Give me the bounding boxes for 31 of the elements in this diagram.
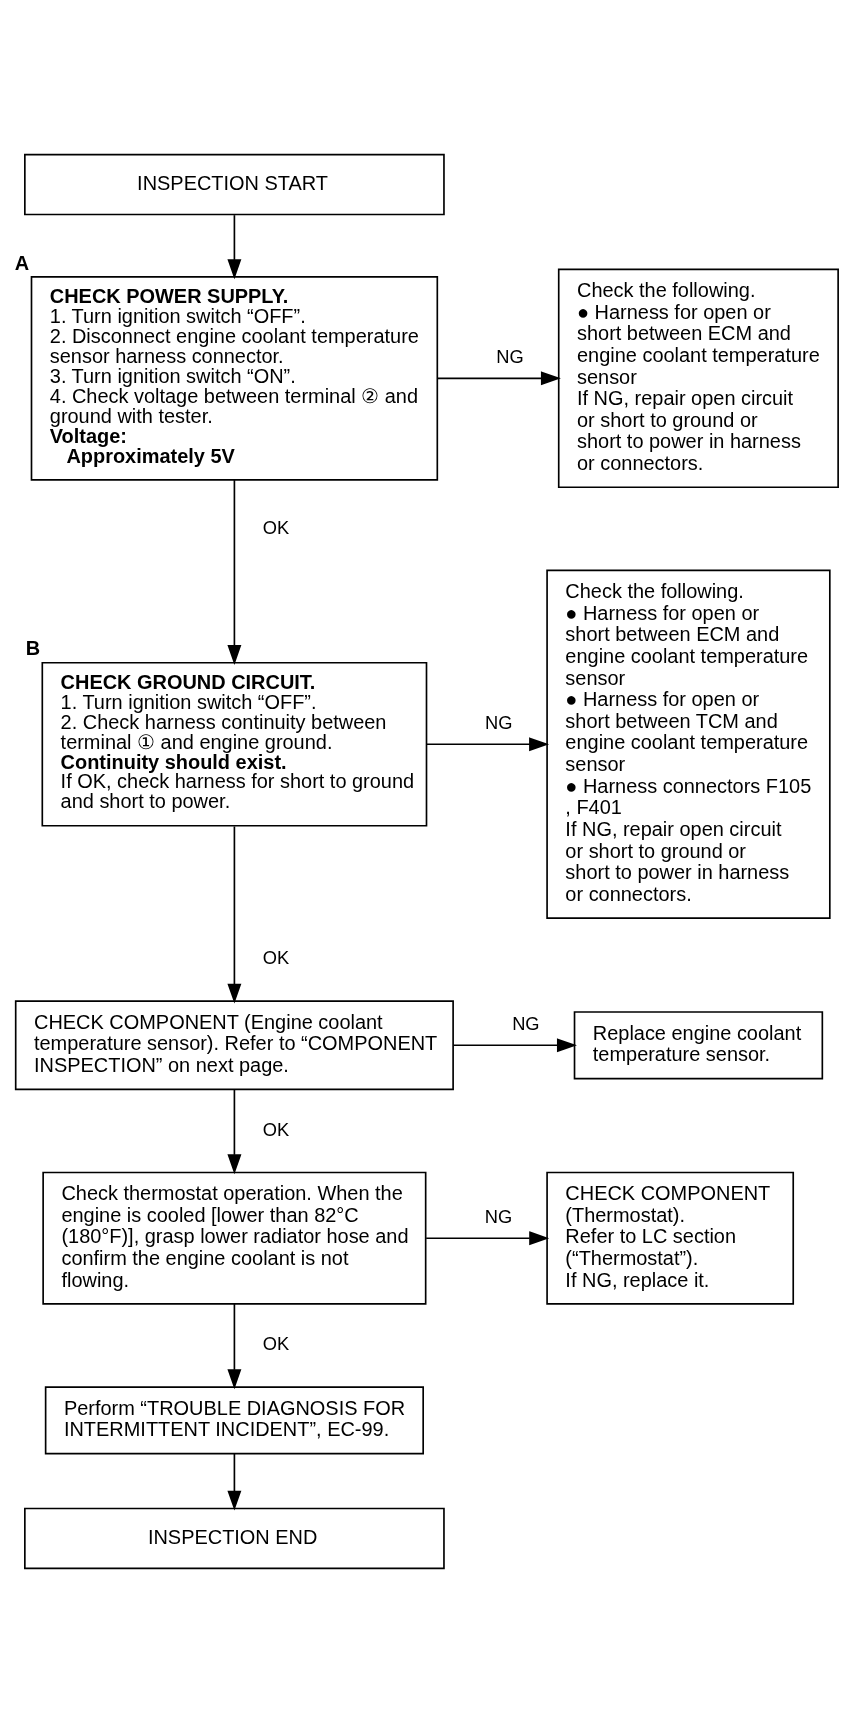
edge-label: OK xyxy=(262,1118,290,1140)
arrow xyxy=(437,371,561,386)
edge-label: OK xyxy=(262,516,290,538)
arrow xyxy=(227,1453,242,1511)
node-box: Check the following. ● Harness for open or short between ECM and engine coolant temperature sensor ● Harness for open or short between TCM and engine coolant temperature sensor ● Harness connectors F105 , F401 If NG, repair open circuit or short to ground or short to power in harness or connectors. xyxy=(546,569,831,919)
node-box: CHECK COMPONENT (Thermostat). Refer to LC section (“Thermostat”). If NG, replace it. xyxy=(546,1171,795,1305)
arrow xyxy=(425,1231,550,1246)
node-label: B xyxy=(25,637,41,660)
arrow xyxy=(227,1303,242,1390)
node-box: INSPECTION START xyxy=(24,153,445,216)
node-box: CHECK GROUND CIRCUIT. 1. Turn ignition switch “OFF”. 2. Check harness continuity between terminal ① and engine ground. Continuity should exist. If OK, check harness for short to ground and short to power. xyxy=(41,661,428,827)
arrow xyxy=(227,825,242,1004)
edge-label: NG xyxy=(496,346,524,368)
node-box: CHECK POWER SUPPLY. 1. Turn ignition switch “OFF”. 2. Disconnect engine coolant temperature sensor harness connector. 3. Turn ignition switch “ON”. 4. Check voltage between terminal ② and ground with tester. Voltage: Approximately 5V xyxy=(30,276,439,481)
node-box: Perform “TROUBLE DIAGNOSIS FOR INTERMITTENT INCIDENT”, EC-99. xyxy=(44,1386,424,1455)
node-box: Check thermostat operation. When the engine is cooled [lower than 82°C (180°F)], grasp lower radiator hose and confirm the engine coolant is not flowing. xyxy=(42,1171,427,1305)
arrow xyxy=(227,479,242,665)
edge-label: OK xyxy=(262,1333,290,1355)
node-box: Check the following. ● Harness for open or short between ECM and engine coolant temperature sensor If NG, repair open circuit or short to ground or short to power in harness or connectors. xyxy=(557,268,839,489)
node-label: A xyxy=(14,251,30,274)
edge-label: NG xyxy=(512,1012,540,1034)
node-box: CHECK COMPONENT (Engine coolant temperature sensor). Refer to “COMPONENT INSPECTION” on next page. xyxy=(14,1000,454,1091)
edge-label: NG xyxy=(484,1205,513,1227)
node-box: Replace engine coolant temperature sensor. xyxy=(573,1011,824,1080)
arrow xyxy=(426,737,550,752)
edge-label: OK xyxy=(262,947,290,969)
arrow xyxy=(227,1088,242,1175)
arrow xyxy=(452,1038,577,1053)
node-box: INSPECTION END xyxy=(24,1507,445,1570)
arrow xyxy=(227,214,242,280)
edge-label: NG xyxy=(485,711,513,733)
